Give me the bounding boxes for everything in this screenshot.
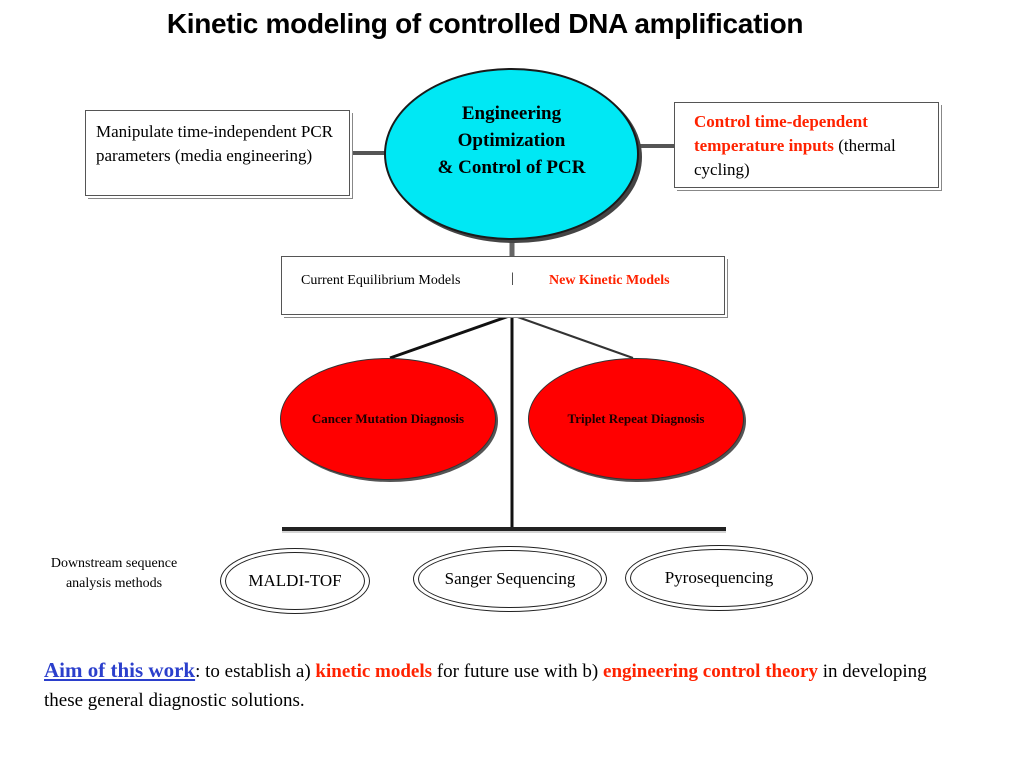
cancer-diagnosis-node: Cancer Mutation Diagnosis	[280, 358, 496, 480]
left-parameter-box: Manipulate time-independent PCR paramete…	[85, 110, 350, 196]
page-title: Kinetic modeling of controlled DNA ampli…	[166, 8, 804, 39]
right-input-box: Control time-dependent temperature input…	[674, 102, 939, 188]
new-models-label: New Kinetic Models	[549, 273, 670, 288]
method-sanger-sequencing: Sanger Sequencing	[413, 546, 607, 612]
connector-models-right-diag	[511, 314, 634, 359]
downstream-label: Downstream sequence analysis methods	[50, 556, 178, 591]
models-separator: |	[511, 271, 514, 286]
method-label: Sanger Sequencing	[444, 569, 576, 588]
method-maldi-tof: MALDI-TOF	[220, 548, 370, 614]
left-box-text: Manipulate time-independent PCR paramete…	[96, 122, 334, 165]
right-box-highlight: Control time-dependent temperature input…	[694, 112, 868, 155]
method-label: Pyrosequencing	[664, 568, 774, 587]
aim-statement: Aim of this work: to establish a) kineti…	[44, 656, 944, 715]
center-node: Engineering Optimization & Control of PC…	[384, 68, 639, 240]
triplet-diagnosis-node: Triplet Repeat Diagnosis	[528, 358, 744, 480]
aim-highlight-1: kinetic models	[315, 661, 433, 682]
aim-text-2: for future use with b)	[432, 661, 604, 682]
connector-models-left-diag	[389, 313, 513, 360]
right-box-rest: (thermal cycling)	[694, 136, 896, 179]
triplet-diagnosis-label: Triplet Repeat Diagnosis	[567, 411, 705, 426]
models-box: Current Equilibrium Models | New Kinetic…	[281, 256, 725, 315]
center-line-1: Engineering	[461, 102, 562, 124]
method-pyrosequencing: Pyrosequencing	[625, 545, 813, 611]
center-line-3: & Control of PCR	[437, 156, 586, 178]
current-models-label: Current Equilibrium Models	[301, 273, 461, 288]
center-line-2: Optimization	[457, 129, 566, 151]
method-label: MALDI-TOF	[248, 571, 342, 590]
aim-text-3: in developing these general diagnostic s…	[44, 661, 927, 711]
aim-label: Aim of this work	[44, 658, 196, 682]
cancer-diagnosis-label: Cancer Mutation Diagnosis	[311, 411, 465, 426]
aim-highlight-2: engineering control theory	[603, 661, 818, 682]
aim-text-1: : to establish a)	[195, 661, 316, 682]
